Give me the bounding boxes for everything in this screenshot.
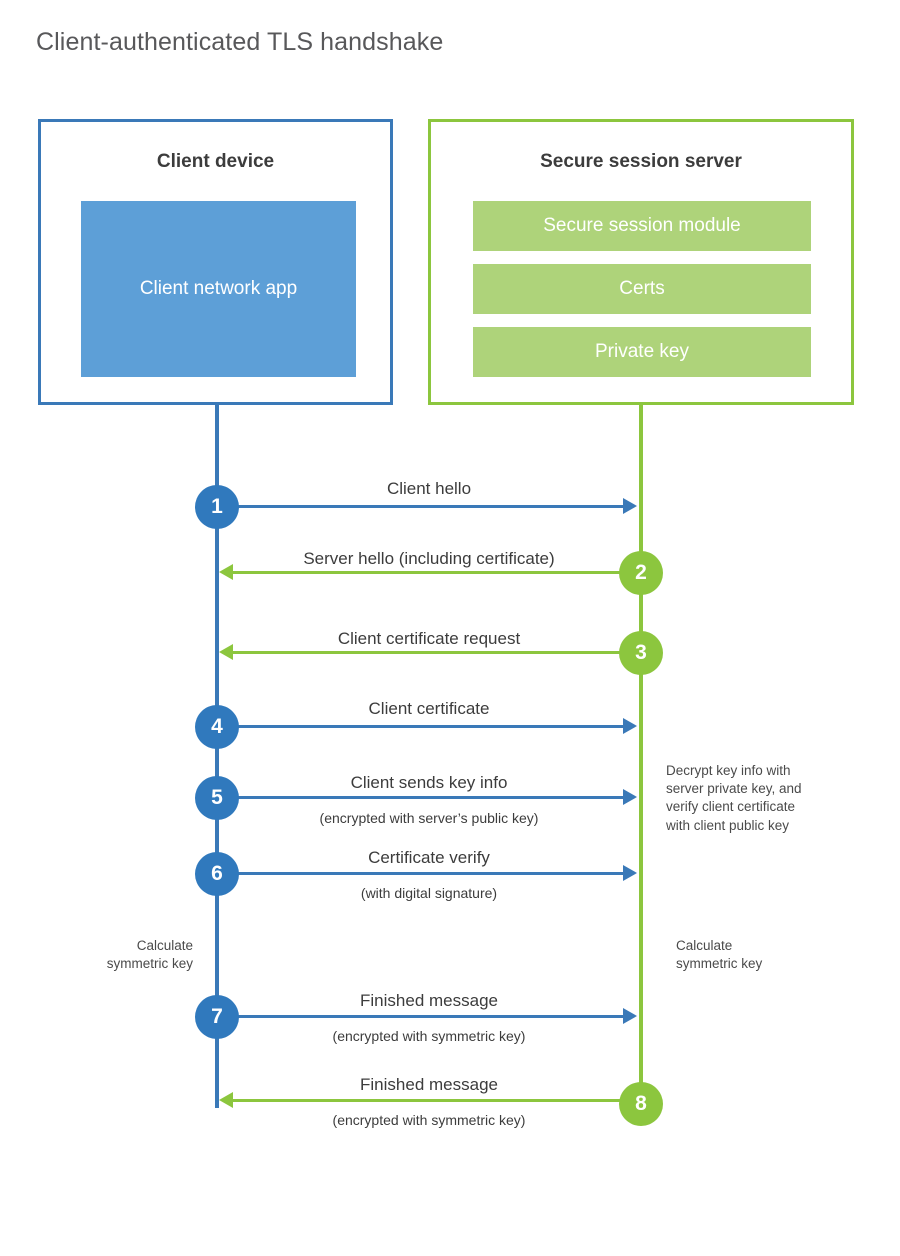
message-2-label: Server hello (including certificate): [303, 549, 555, 568]
note-server-decrypt: Decrypt key info with server private key…: [666, 763, 802, 833]
message-8-arrow-line: [233, 1099, 641, 1102]
message-6-arrow-line: [217, 872, 623, 875]
message-2-arrow-head: [219, 564, 233, 580]
message-7-arrow-head: [623, 1008, 637, 1024]
message-3-label: Client certificate request: [337, 629, 521, 648]
note-client-calculate-symmetric-key: Calculate symmetric key: [106, 938, 193, 972]
step-marker-3[interactable]: 3: [619, 631, 663, 675]
server-block-private-key: Private key: [473, 327, 811, 377]
server-lifeline: [639, 405, 643, 1106]
message-6-arrow-head: [623, 865, 637, 881]
server-block-secure-session-module: Secure session module: [473, 201, 811, 251]
message-8-arrow-head: [219, 1092, 233, 1108]
step-marker-4[interactable]: 4: [195, 705, 239, 749]
message-5-arrow-line: [217, 796, 623, 799]
message-7-arrow-line: [217, 1015, 623, 1018]
step-marker-8[interactable]: 8: [619, 1082, 663, 1126]
step-marker-6[interactable]: 6: [195, 852, 239, 896]
step-marker-7[interactable]: 7: [195, 995, 239, 1039]
message-5-label: Client sends key info: [350, 773, 508, 792]
page-title: Client-authenticated TLS handshake: [36, 28, 444, 56]
message-4-arrow-line: [217, 725, 623, 728]
message-4-arrow-head: [623, 718, 637, 734]
message-1-label: Client hello: [386, 479, 472, 498]
step-marker-1[interactable]: 1: [195, 485, 239, 529]
step-marker-2[interactable]: 2: [619, 551, 663, 595]
message-1-arrow-line: [217, 505, 623, 508]
message-3-arrow-head: [219, 644, 233, 660]
message-6-sublabel: (with digital signature): [360, 885, 498, 901]
message-8-label: Finished message: [360, 1075, 498, 1094]
message-7-label: Finished message: [360, 991, 498, 1010]
message-5-arrow-head: [623, 789, 637, 805]
note-server-calculate-symmetric-key: Calculate symmetric key: [676, 938, 763, 972]
message-1-arrow-head: [623, 498, 637, 514]
server-block-certs: Certs: [473, 264, 811, 314]
secure-session-server-box: Secure session server Secure session mod…: [428, 119, 854, 405]
step-marker-5[interactable]: 5: [195, 776, 239, 820]
client-device-title: Client device: [156, 151, 275, 172]
message-2-arrow-line: [233, 571, 641, 574]
message-6-label: Certificate verify: [368, 848, 490, 867]
message-4-label: Client certificate: [368, 699, 490, 718]
message-8-sublabel: (encrypted with symmetric key): [332, 1112, 526, 1128]
client-device-box: Client device Client network app: [38, 119, 393, 405]
message-5-sublabel: (encrypted with server’s public key): [319, 810, 539, 826]
client-lifeline: [215, 405, 219, 1108]
secure-session-server-title: Secure session server: [540, 151, 742, 172]
message-3-arrow-line: [233, 651, 641, 654]
client-network-app-block: Client network app: [81, 201, 356, 377]
message-7-sublabel: (encrypted with symmetric key): [332, 1028, 526, 1044]
